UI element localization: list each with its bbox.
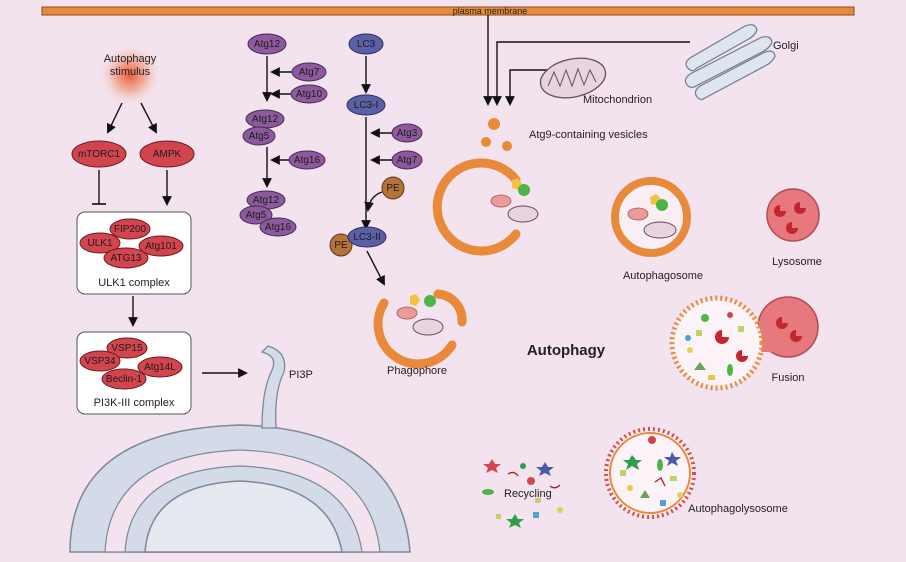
svg-text:PE: PE — [334, 240, 348, 251]
phagophore — [373, 289, 467, 369]
forming-phagophore — [432, 158, 539, 256]
svg-text:ATG13: ATG13 — [111, 253, 142, 264]
svg-text:Atg3: Atg3 — [397, 128, 418, 139]
svg-text:LC3: LC3 — [357, 39, 376, 50]
autophagy-title: Autophagy — [527, 342, 606, 359]
atg12-pathway: Atg12 Atg7 Atg10 Atg12 Atg5 Atg16 Atg12 … — [239, 33, 328, 237]
fusion-label: Fusion — [771, 372, 804, 384]
svg-text:VSP15: VSP15 — [111, 343, 143, 354]
svg-text:Atg16: Atg16 — [294, 155, 321, 166]
golgi-icon — [684, 24, 776, 101]
svg-text:Atg14L: Atg14L — [144, 362, 176, 373]
svg-text:Autophagy: Autophagy — [104, 53, 157, 65]
svg-text:Beclin-1: Beclin-1 — [106, 374, 143, 385]
recycling-products — [482, 459, 563, 528]
svg-text:VSP34: VSP34 — [84, 356, 116, 367]
pi3k-complex-label: PI3K-III complex — [94, 397, 175, 409]
svg-text:Atg16: Atg16 — [265, 222, 292, 233]
plasma-membrane: plasma membrane — [41, 6, 855, 16]
svg-text:Atg5: Atg5 — [246, 210, 267, 221]
svg-text:ULK1: ULK1 — [87, 238, 112, 249]
golgi-label: Golgi — [773, 40, 799, 52]
autophagosome — [611, 177, 691, 257]
mtorc1-protein: mTORC1 — [71, 140, 127, 168]
svg-text:mTORC1: mTORC1 — [78, 149, 120, 160]
svg-text:Atg12: Atg12 — [252, 114, 279, 125]
svg-text:LC3-I: LC3-I — [354, 100, 378, 111]
plasma-membrane-label: plasma membrane — [453, 6, 528, 16]
lysosome-label: Lysosome — [772, 256, 822, 268]
phagophore-label: Phagophore — [387, 365, 447, 377]
autophagolysosome — [604, 427, 696, 519]
svg-text:Atg7: Atg7 — [299, 67, 320, 78]
nucleus-and-er — [69, 345, 411, 553]
svg-text:Atg7: Atg7 — [397, 155, 418, 166]
svg-text:Atg5: Atg5 — [249, 131, 270, 142]
autophagolysosome-label: Autophagolysosome — [688, 503, 788, 515]
svg-text:Atg12: Atg12 — [253, 195, 280, 206]
svg-text:Atg10: Atg10 — [296, 89, 323, 100]
autophagy-stimulus: Autophagy stimulus — [98, 43, 162, 107]
mitochondrion-label: Mitochondrion — [583, 94, 652, 106]
autophagosome-label: Autophagosome — [623, 270, 703, 282]
fusion — [669, 295, 819, 391]
ulk1-complex-label: ULK1 complex — [98, 277, 170, 289]
svg-text:FIP200: FIP200 — [114, 224, 147, 235]
ampk-protein: AMPK — [139, 140, 195, 168]
atg9-vesicles-label: Atg9-containing vesicles — [529, 129, 648, 141]
ulk1-complex: FIP200 ULK1 Atg101 ATG13 ULK1 complex — [76, 211, 192, 295]
svg-text:Atg12: Atg12 — [254, 39, 281, 50]
mitochondrion-icon — [539, 57, 607, 99]
pi3p-label: PI3P — [289, 369, 313, 381]
lc3-pathway: LC3 LC3-I Atg3 Atg7 PE PE LC3-II — [329, 33, 423, 286]
svg-text:PE: PE — [386, 183, 400, 194]
atg9-vesicles — [481, 118, 512, 151]
svg-text:Atg101: Atg101 — [145, 241, 177, 252]
svg-text:stimulus: stimulus — [110, 66, 151, 78]
vesicle-source-arrows — [483, 15, 690, 106]
svg-text:AMPK: AMPK — [153, 149, 182, 160]
pi3k-complex: VSP15 VSP34 Atg14L Beclin-1 PI3K-III com… — [76, 331, 192, 415]
recycling-label: Recycling — [504, 488, 552, 500]
lysosome — [766, 188, 820, 242]
svg-text:LC3-II: LC3-II — [353, 232, 380, 243]
